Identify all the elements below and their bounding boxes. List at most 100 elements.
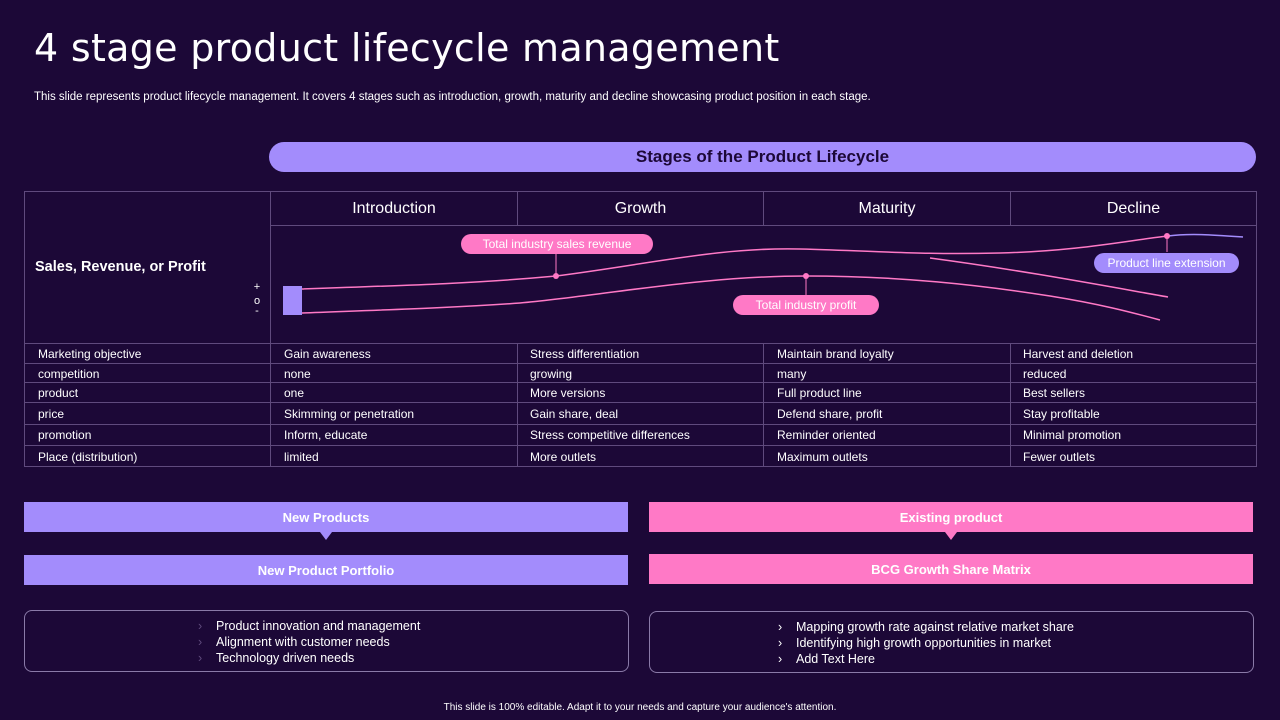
table-cell: Maintain brand loyalty: [777, 347, 894, 361]
grid-divider: [517, 191, 518, 225]
extension-callout-dot: [1164, 233, 1170, 239]
grid-divider: [24, 363, 1257, 364]
existing-product-header: Existing product: [649, 502, 1253, 532]
table-row-label: competition: [38, 367, 100, 381]
bullet-text: Product innovation and management: [216, 619, 421, 633]
revenue-callout: Total industry sales revenue: [461, 234, 653, 254]
stage-decline: Decline: [1106, 199, 1161, 217]
list-item: › Identifying high growth opportunities i…: [778, 635, 1074, 651]
bullet-text: Alignment with customer needs: [216, 635, 390, 649]
stages-banner-label: Stages of the Product Lifecycle: [635, 147, 890, 166]
new-products-arrow: [320, 532, 332, 540]
table-row-label: promotion: [38, 428, 92, 442]
new-products-header: New Products: [24, 502, 628, 532]
chevron-right-icon: ›: [198, 635, 203, 649]
table-cell: Full product line: [777, 386, 862, 400]
table-cell: Stay profitable: [1023, 407, 1100, 421]
grid-divider: [763, 191, 764, 225]
profit-curve: [301, 275, 1161, 321]
table-cell: Defend share, profit: [777, 407, 883, 421]
list-item: › Add Text Here: [778, 651, 1074, 667]
bullet-text: Mapping growth rate against relative mar…: [796, 620, 1074, 634]
new-product-portfolio-label: New Product Portfolio: [257, 562, 395, 578]
table-cell: Reminder oriented: [777, 428, 876, 442]
list-item: › Technology driven needs: [198, 650, 420, 666]
existing-product-list: › Mapping growth rate against relative ma…: [778, 619, 1074, 667]
table-row-label: product: [38, 386, 79, 400]
table-row-label: price: [38, 407, 65, 421]
existing-product-arrow: [945, 532, 957, 540]
stage-growth: Growth: [614, 199, 667, 217]
table-row-label: Place (distribution): [38, 450, 138, 464]
existing-product-bullets: › Mapping growth rate against relative ma…: [649, 611, 1254, 673]
origin-marker: [283, 286, 302, 315]
page-subtitle: This slide represents product lifecycle …: [34, 91, 871, 103]
grid-divider: [270, 191, 271, 467]
grid-divider: [1010, 191, 1011, 225]
stages-banner: Stages of the Product Lifecycle: [269, 142, 1256, 172]
profit-callout: Total industry profit: [733, 295, 879, 315]
grid-divider: [24, 424, 1257, 425]
bullet-text: Add Text Here: [796, 652, 875, 666]
existing-product-label: Existing product: [899, 509, 1003, 525]
stage-introduction: Introduction: [352, 199, 436, 217]
table-cell: one: [284, 386, 305, 400]
list-item: › Product innovation and management: [198, 618, 420, 634]
footer-note: This slide is 100% editable. Adapt it to…: [443, 702, 837, 713]
axis-plus-mark: +: [253, 281, 261, 293]
table-cell: Minimal promotion: [1023, 428, 1122, 442]
chevron-right-icon: ›: [778, 636, 783, 650]
table-cell: Harvest and deletion: [1023, 347, 1134, 361]
table-cell: reduced: [1023, 367, 1067, 381]
page-title: 4 stage product lifecycle management: [34, 26, 780, 70]
chevron-right-icon: ›: [778, 652, 783, 666]
table-cell: Inform, educate: [284, 428, 368, 442]
axis-minus-mark: -: [255, 305, 259, 317]
revenue-decline-curve: [929, 257, 1169, 298]
table-cell: Fewer outlets: [1023, 450, 1096, 464]
table-cell: many: [777, 367, 807, 381]
table-cell: More outlets: [530, 450, 597, 464]
bullet-text: Technology driven needs: [216, 651, 355, 665]
grid-divider: [517, 343, 518, 467]
table-cell: Gain awareness: [284, 347, 371, 361]
stage-maturity: Maturity: [858, 199, 916, 217]
sales-revenue-profit-label: Sales, Revenue, or Profit: [35, 259, 206, 275]
grid-divider: [24, 382, 1257, 383]
new-products-label: New Products: [282, 509, 370, 525]
grid-divider: [1010, 343, 1011, 467]
table-cell: More versions: [530, 386, 606, 400]
profit-callout-dot: [803, 273, 809, 279]
revenue-callout-dot: [553, 273, 559, 279]
table-cell: none: [284, 367, 311, 381]
grid-divider: [24, 445, 1257, 446]
list-item: › Alignment with customer needs: [198, 634, 420, 650]
chevron-right-icon: ›: [778, 620, 783, 634]
table-cell: Stress competitive differences: [530, 428, 690, 442]
extension-callout: Product line extension: [1094, 253, 1239, 273]
table-cell: Maximum outlets: [777, 450, 868, 464]
grid-divider: [763, 343, 764, 467]
table-cell: Stress differentiation: [530, 347, 640, 361]
bcg-matrix-label: BCG Growth Share Matrix: [871, 561, 1031, 577]
table-cell: Skimming or penetration: [284, 407, 415, 421]
bullet-text: Identifying high growth opportunities in…: [796, 636, 1052, 650]
table-cell: growing: [530, 367, 573, 381]
lifecycle-grid: [24, 191, 1257, 467]
list-item: › Mapping growth rate against relative ma…: [778, 619, 1074, 635]
new-products-bullets: › Product innovation and management › Alig…: [24, 610, 629, 672]
table-cell: Gain share, deal: [530, 407, 619, 421]
table-row-label: Marketing objective: [38, 347, 142, 361]
chevron-right-icon: ›: [198, 619, 203, 633]
chevron-right-icon: ›: [198, 651, 203, 665]
new-products-list: › Product innovation and management › Alig…: [198, 618, 420, 666]
grid-divider: [24, 343, 1257, 344]
grid-divider: [270, 225, 1257, 226]
bcg-matrix-header: BCG Growth Share Matrix: [649, 554, 1253, 584]
table-cell: Best sellers: [1023, 386, 1086, 400]
new-product-portfolio-header: New Product Portfolio: [24, 555, 628, 585]
extension-curve: [1167, 233, 1244, 238]
grid-divider: [24, 402, 1257, 403]
table-cell: limited: [284, 450, 319, 464]
